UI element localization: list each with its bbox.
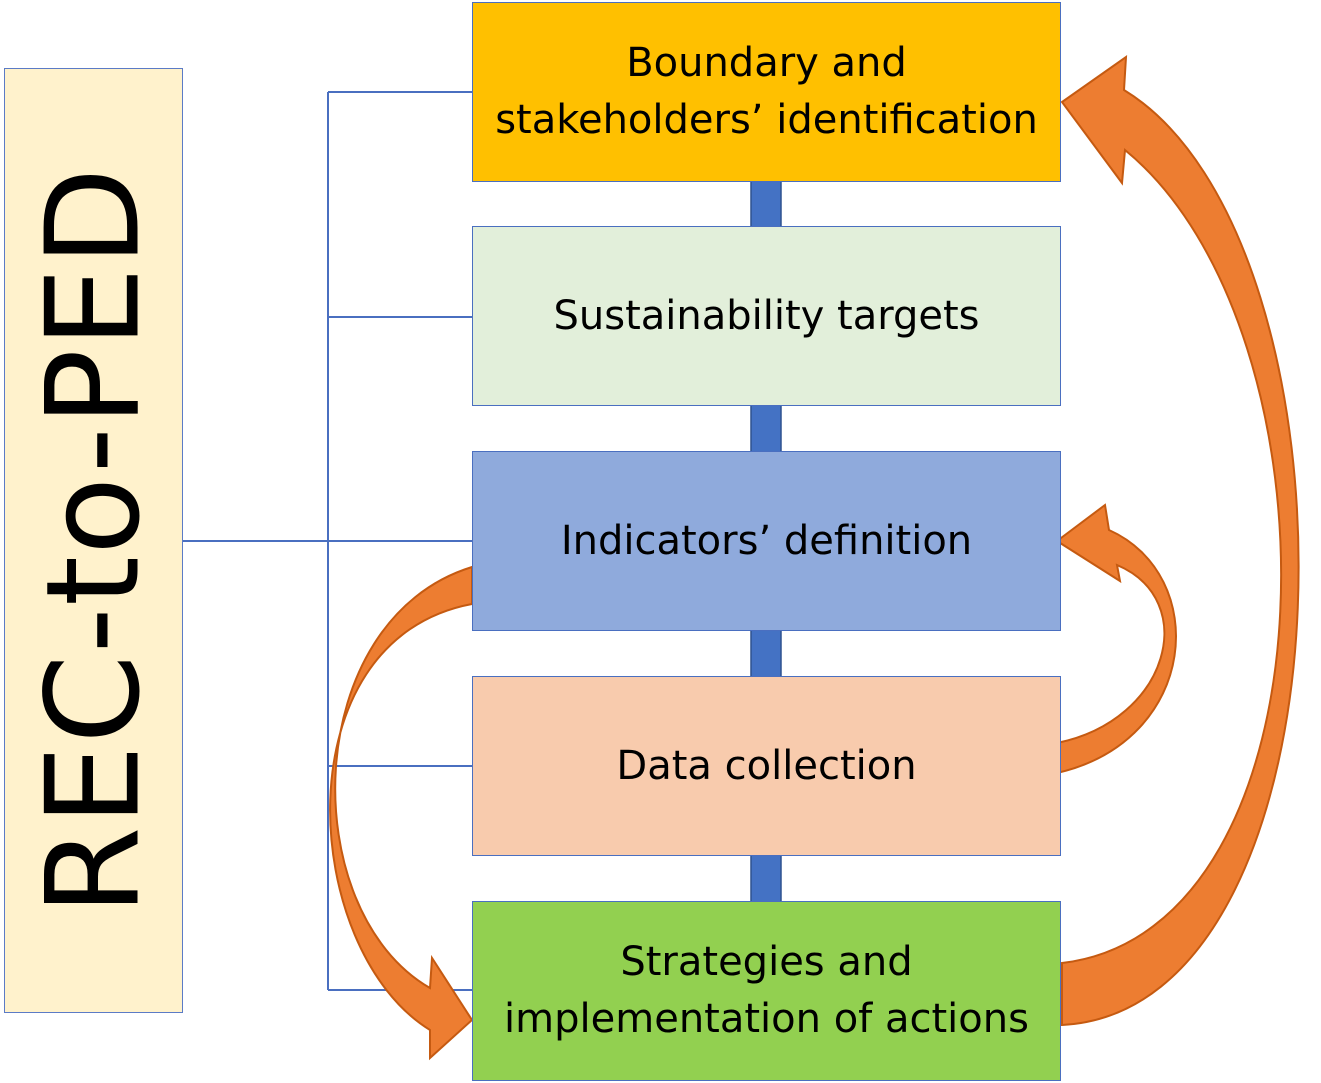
step-label: Data collection bbox=[616, 742, 917, 789]
diagram-title: REC-to-PED bbox=[19, 165, 168, 916]
curved-arrow-icon bbox=[1055, 503, 1177, 775]
step-label-line: implementation of actions bbox=[504, 996, 1029, 1042]
title-box: REC-to-PED bbox=[4, 68, 183, 1013]
connector-lines bbox=[183, 91, 472, 991]
step-strategies-implementation[interactable]: Strategies and implementation of actions bbox=[472, 901, 1061, 1081]
curved-arrow-icon bbox=[329, 565, 474, 1061]
step-label: Indicators’ definition bbox=[560, 517, 973, 564]
curved-arrow-icon bbox=[1060, 54, 1300, 1027]
step-label: Sustainability targets bbox=[553, 292, 980, 339]
step-label-line: stakeholders’ identification bbox=[495, 97, 1038, 143]
step-boundary-stakeholders[interactable]: Boundary and stakeholders’ identificatio… bbox=[472, 2, 1061, 182]
step-label: Strategies and implementation of actions bbox=[504, 934, 1029, 1048]
step-label-line: Boundary and bbox=[626, 40, 907, 86]
step-label: Boundary and stakeholders’ identificatio… bbox=[495, 35, 1038, 149]
step-data-collection[interactable]: Data collection bbox=[472, 676, 1061, 856]
step-label-line: Strategies and bbox=[620, 939, 913, 985]
step-sustainability-targets[interactable]: Sustainability targets bbox=[472, 226, 1061, 406]
step-indicators-definition[interactable]: Indicators’ definition bbox=[472, 451, 1061, 631]
